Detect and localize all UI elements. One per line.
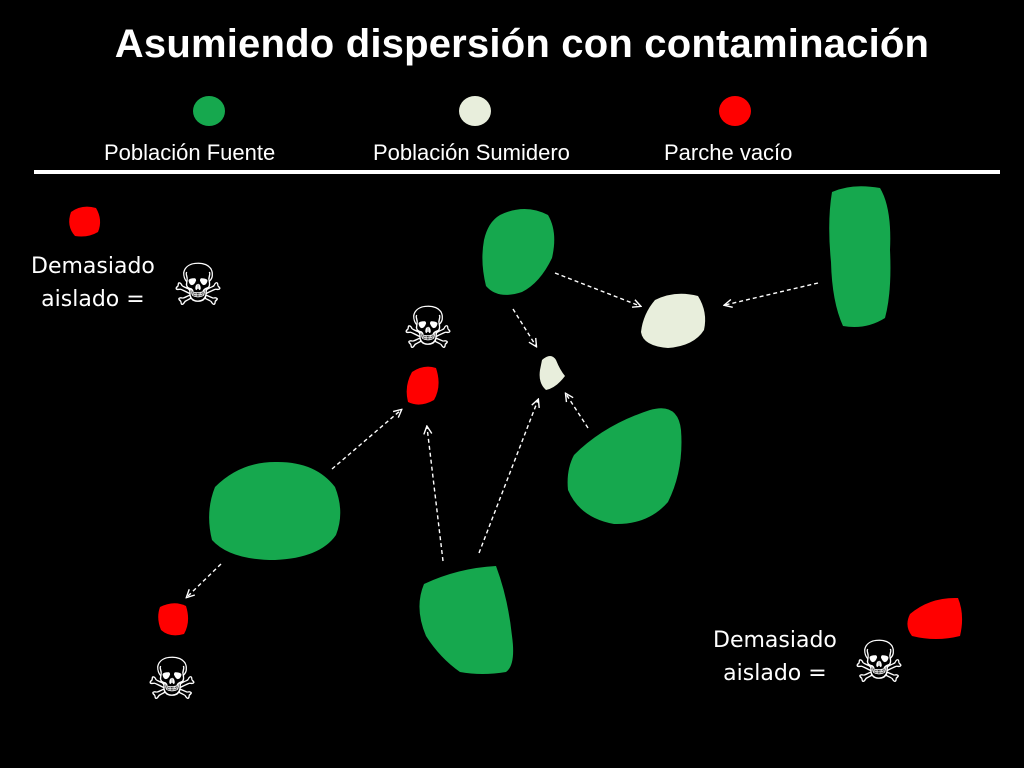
slide-title: Asumiendo dispersión con contaminación	[114, 22, 930, 66]
arrow-bottom-to-empty-center	[427, 427, 444, 562]
source-patch-bottom	[419, 566, 514, 674]
arrow-left-to-empty-center	[331, 410, 401, 470]
arrow-bottom-to-sink-small	[478, 400, 538, 554]
source-patch-middle-right	[567, 408, 682, 525]
arrow-right-to-sink-large	[725, 282, 819, 305]
legend-label-sink: Población Sumidero	[373, 140, 570, 165]
arrow-middle-right-to-sink-small	[566, 394, 589, 429]
arrow-top-to-sink-small	[512, 308, 536, 346]
caption-too-isolated-top: Demasiado aislado =	[31, 250, 155, 316]
skull-crossbones-icon: ☠	[853, 628, 905, 696]
arrow-left-to-empty-bottom-left	[187, 563, 222, 597]
arrow-top-to-sink-large	[554, 272, 640, 306]
skull-crossbones-icon: ☠	[402, 294, 454, 362]
dispersal-arrows	[187, 272, 819, 597]
caption-too-isolated-bottom: Demasiado aislado =	[713, 624, 837, 690]
source-patch-left	[209, 461, 341, 560]
sink-patch-small	[539, 356, 565, 390]
legend-sink-icon	[459, 96, 491, 126]
legend-empty-icon	[719, 96, 751, 126]
skull-crossbones-icon: ☠	[172, 251, 224, 319]
empty-patch-legend-example	[69, 206, 101, 237]
empty-patch-bottom-right	[907, 597, 963, 639]
caption-line-1: Demasiado	[31, 254, 155, 279]
legend-source-icon	[193, 96, 225, 126]
legend-label-source: Población Fuente	[104, 140, 276, 165]
empty-patch-bottom-left	[158, 603, 189, 636]
caption-line-2: aislado =	[723, 661, 827, 686]
legend-divider	[34, 170, 1000, 174]
legend-label-empty: Parche vacío	[664, 140, 793, 165]
source-patch-right	[829, 186, 891, 327]
source-patch-top	[482, 209, 555, 295]
empty-patch-center	[406, 366, 439, 405]
sink-patch-large	[641, 293, 706, 348]
caption-line-2: aislado =	[41, 287, 145, 312]
skull-crossbones-icon: ☠	[146, 645, 198, 713]
caption-line-1: Demasiado	[713, 628, 837, 653]
